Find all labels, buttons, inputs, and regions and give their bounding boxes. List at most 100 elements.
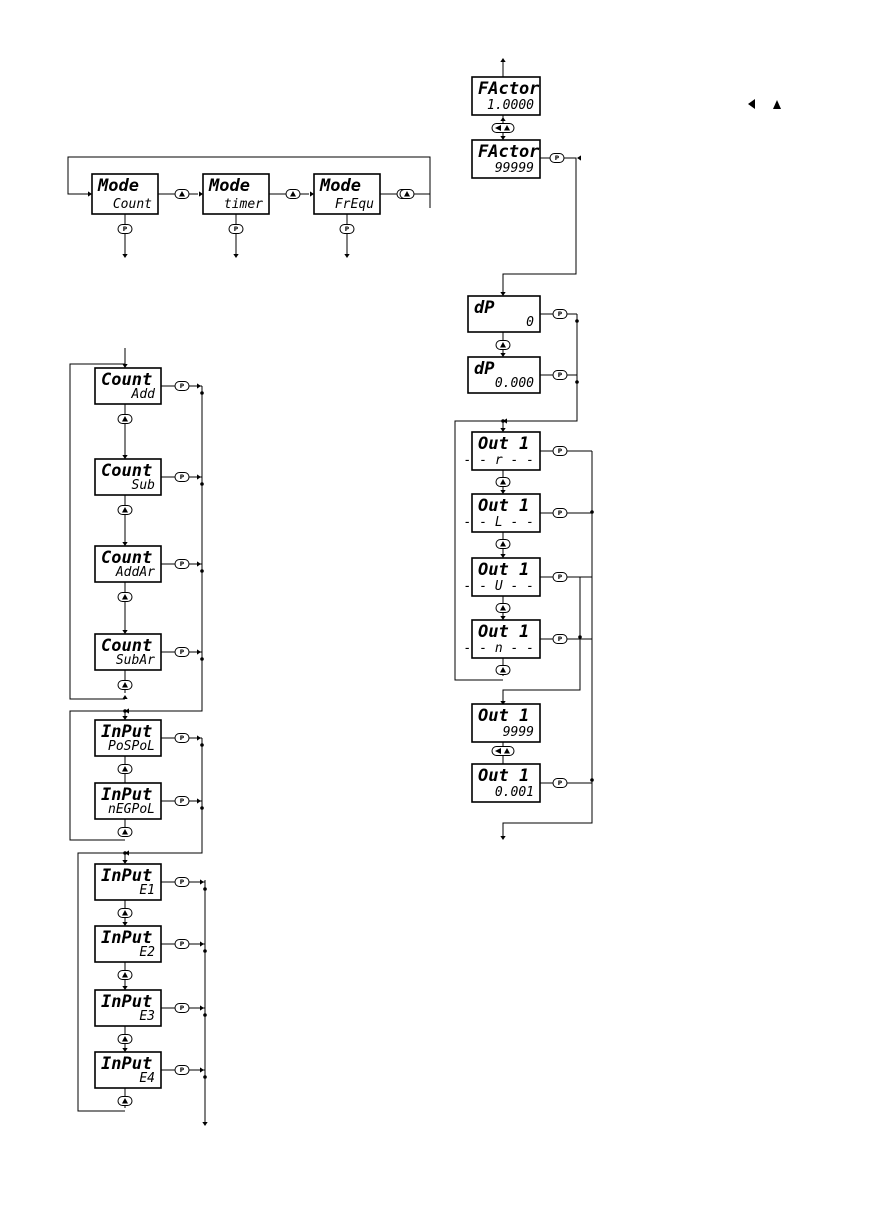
arrowhead — [500, 836, 506, 840]
arrowhead — [197, 735, 201, 741]
display-bottom-text: E2 — [139, 945, 155, 960]
display-top-text: InPut — [101, 1054, 152, 1074]
display-boxes: ModeCountModetimerModeFrEquCountAddCount… — [91, 76, 541, 1089]
svg-text:P: P — [180, 649, 185, 656]
left-up-key-icon — [491, 123, 515, 133]
up-key-icon — [117, 764, 133, 774]
up-key-icon — [117, 680, 133, 690]
p-key-icon: P — [174, 647, 190, 657]
display-top-text: Out 1 — [478, 434, 529, 454]
display-bottom-text: Count — [113, 197, 152, 212]
display-box: dP0.000 — [467, 356, 541, 394]
display-top-text: Out 1 — [478, 766, 529, 786]
svg-text:P: P — [558, 780, 563, 787]
p-key-icon: P — [552, 778, 568, 788]
arrowhead — [197, 383, 201, 389]
display-bottom-text: 0 — [526, 315, 534, 330]
display-top-text: InPut — [101, 992, 152, 1012]
display-bottom-text: 0.000 — [495, 376, 534, 391]
svg-text:P: P — [558, 311, 563, 318]
arrowhead — [197, 474, 201, 480]
arrowhead — [197, 561, 201, 567]
display-bottom-text: E3 — [139, 1009, 155, 1024]
up-key-icon — [495, 603, 511, 613]
up-arrow-icon — [773, 100, 781, 109]
display-top-text: InPut — [101, 722, 152, 742]
display-top-text: InPut — [101, 866, 152, 886]
display-bottom-text: FrEqu — [335, 197, 374, 212]
arrowhead — [122, 716, 128, 720]
connector-line — [502, 577, 581, 702]
connector-line — [125, 386, 203, 712]
arrowhead — [125, 708, 129, 714]
arrowhead — [197, 798, 201, 804]
display-box: dP0 — [467, 295, 541, 333]
arrowhead — [500, 353, 506, 357]
arrowhead — [500, 428, 506, 432]
arrowhead — [199, 191, 203, 197]
up-key-icon — [285, 189, 301, 199]
display-box: Out 1- - L - - — [464, 493, 541, 533]
arrowhead — [500, 136, 506, 140]
p-key-icon: P — [552, 508, 568, 518]
svg-text:P: P — [558, 372, 563, 379]
arrowhead — [200, 1005, 204, 1011]
arrowhead — [122, 455, 128, 459]
arrowhead — [500, 292, 506, 296]
arrowhead — [500, 58, 506, 62]
svg-text:P: P — [558, 510, 563, 517]
p-key-icon: P — [174, 877, 190, 887]
display-bottom-text: - - U - - — [464, 579, 534, 594]
p-key-icon: P — [552, 446, 568, 456]
svg-text:P: P — [180, 1005, 185, 1012]
p-key-icon: P — [552, 309, 568, 319]
arrowhead — [122, 630, 128, 634]
display-top-text: Count — [101, 636, 152, 656]
display-bottom-text: - - n - - — [464, 641, 534, 656]
display-bottom-text: timer — [224, 197, 263, 212]
p-key-icon: P — [549, 153, 565, 163]
p-key-icon: P — [174, 1003, 190, 1013]
up-key-icon — [117, 970, 133, 980]
legend — [748, 99, 781, 109]
svg-text:P: P — [180, 798, 185, 805]
svg-text:P: P — [180, 941, 185, 948]
p-key-icon: P — [174, 796, 190, 806]
arrowhead — [200, 1067, 204, 1073]
connector-line — [69, 710, 125, 841]
up-key-icon — [117, 592, 133, 602]
display-box: Out 10.001 — [471, 763, 541, 803]
display-bottom-text: SubAr — [116, 653, 155, 668]
p-key-icon: P — [339, 224, 355, 234]
display-box: Out 1- - U - - — [464, 557, 541, 597]
connector-line — [125, 738, 203, 854]
display-top-text: Mode — [97, 176, 139, 196]
p-key-icon: P — [552, 634, 568, 644]
p-key-icon: P — [552, 370, 568, 380]
arrowhead — [122, 922, 128, 926]
arrowhead — [577, 155, 581, 161]
arrowhead — [122, 986, 128, 990]
p-key-icon: P — [174, 472, 190, 482]
display-top-text: FActor — [478, 79, 540, 99]
svg-text:P: P — [123, 226, 128, 233]
connector-line — [77, 852, 125, 1112]
display-box: Out 1- - r - - — [464, 431, 541, 471]
junction-dot — [590, 510, 594, 514]
up-key-icon — [117, 414, 133, 424]
arrowhead — [122, 860, 128, 864]
display-bottom-text: AddAr — [115, 565, 155, 580]
display-bottom-text: PoSPoL — [108, 739, 155, 754]
display-top-text: Count — [101, 461, 152, 481]
arrowhead — [344, 254, 350, 258]
p-key-icon: P — [228, 224, 244, 234]
connector-line — [503, 314, 578, 422]
display-bottom-text: E1 — [139, 883, 155, 898]
